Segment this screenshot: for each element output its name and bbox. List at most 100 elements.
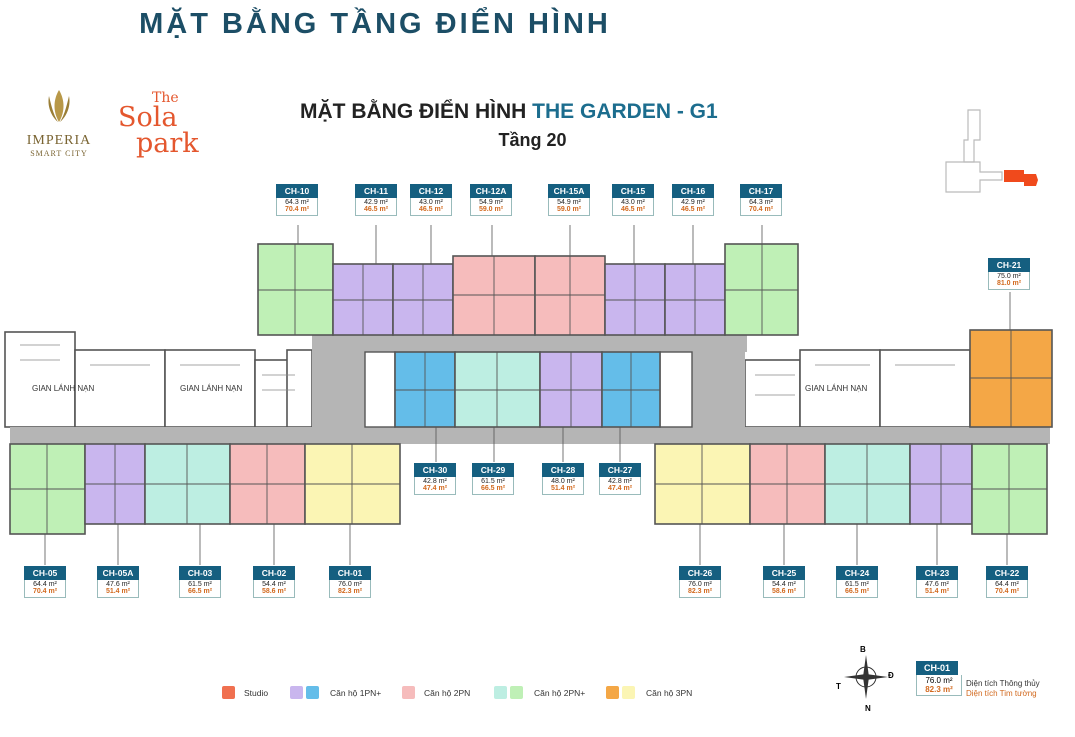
refuge-label-2: GIAN LÁNH NẠN [180, 384, 243, 393]
compass-top-label: B [860, 645, 866, 654]
key-code: CH-01 [916, 661, 958, 675]
imperia-sub: SMART CITY [30, 149, 88, 158]
unit-ch10 [257, 243, 334, 336]
lotus-icon [48, 90, 70, 122]
unit-area-gross: 70.4 m² [32, 588, 58, 595]
unit-ch17 [724, 243, 799, 336]
unit-area-net: 64.3 m² [285, 199, 309, 206]
unit-area-gross: 59.0 m² [556, 206, 582, 213]
swatch-studio [222, 686, 235, 699]
legend-studio: Studio [222, 686, 268, 699]
unit-code: CH-15 [612, 184, 654, 198]
unit-area-net: 54.9 m² [557, 199, 581, 206]
swatch-3pn-orange [606, 686, 619, 699]
swatch-1pn-blue [306, 686, 319, 699]
leader-lines [44, 225, 1011, 565]
floor-title: Tầng 20 [498, 130, 567, 150]
unit-code: CH-10 [276, 184, 318, 198]
unit-area-net: 42.8 m² [608, 478, 632, 485]
unit-area-net: 47.6 m² [106, 581, 130, 588]
unit-code: CH-01 [329, 566, 371, 580]
unit-area-gross: 46.5 m² [418, 206, 444, 213]
unit-code: CH-05A [97, 566, 139, 580]
unit-area-net: 61.5 m² [845, 581, 869, 588]
unit-area-gross: 81.0 m² [996, 280, 1022, 287]
unit-area-gross: 46.5 m² [620, 206, 646, 213]
legend-2pn-plus-label: Căn hộ 2PN+ [534, 687, 586, 698]
unit-code: CH-15A [548, 184, 590, 198]
unit-ch29 [454, 351, 541, 428]
refuge-label-1: GIAN LÁNH NẠN [32, 384, 95, 393]
unit-code: CH-21 [988, 258, 1030, 272]
unit-code: CH-05 [24, 566, 66, 580]
plan-title: MẶT BẰNG ĐIỂN HÌNH THE GARDEN - G1 [300, 100, 718, 124]
unit-area-net: 61.5 m² [188, 581, 212, 588]
swatch-2pn-plus-green [510, 686, 523, 699]
sola-line2: Sola [118, 102, 178, 134]
unit-area-net: 48.0 m² [551, 478, 575, 485]
swatch-2pn-plus-cyan [494, 686, 507, 699]
refuge-label-3: GIAN LÁNH NẠN [805, 384, 868, 393]
sola-line3: park [136, 127, 199, 159]
unit-area-gross: 51.4 m² [550, 485, 576, 492]
legend-1pn-label: Căn hộ 1PN+ [330, 687, 382, 698]
unit-code: CH-11 [355, 184, 397, 198]
unit-area-gross: 47.4 m² [422, 485, 448, 492]
unit-area-net: 76.0 m² [688, 581, 712, 588]
legend-studio-label: Studio [244, 687, 269, 698]
unit-code: CH-02 [253, 566, 295, 580]
unit-area-gross: 82.3 m² [687, 588, 713, 595]
sola-line1: The [152, 90, 179, 106]
unit-area-net: 43.0 m² [419, 199, 443, 206]
legend-2pn-label: Căn hộ 2PN [424, 687, 471, 698]
unit-code: CH-29 [472, 463, 514, 477]
middle-row-units [394, 351, 661, 428]
imperia-name: IMPERIA [26, 133, 92, 148]
corridor [10, 335, 1050, 445]
unit-code: CH-12 [410, 184, 452, 198]
key-label1: Diện tích Thông thủy [966, 679, 1040, 688]
unit-area-net: 42.9 m² [681, 199, 705, 206]
key-a2: 82.3 m² [925, 685, 953, 694]
imperia-logo: IMPERIA SMART CITY [14, 86, 104, 158]
unit-code: CH-26 [679, 566, 721, 580]
unit-area-net: 64.4 m² [995, 581, 1019, 588]
unit-code: CH-27 [599, 463, 641, 477]
unit-area-gross: 66.5 m² [480, 485, 506, 492]
unit-area-gross: 82.3 m² [337, 588, 363, 595]
